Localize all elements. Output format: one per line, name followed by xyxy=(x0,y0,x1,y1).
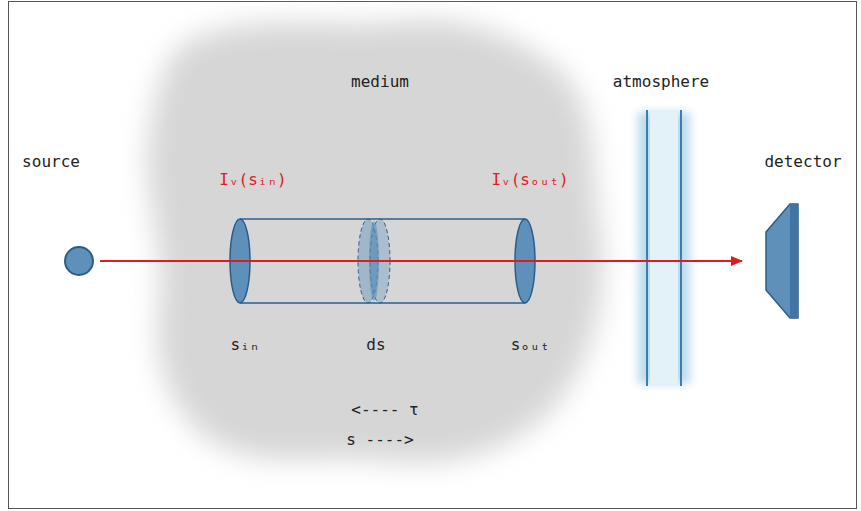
text-label: ds xyxy=(366,335,385,355)
node-box: detector xyxy=(742,200,800,322)
text-label: sᵢₙ xyxy=(231,335,260,355)
node-box: source xyxy=(62,244,96,278)
text-label: s ----> xyxy=(346,430,413,450)
node-box: medium xyxy=(160,30,600,460)
medium-cloud xyxy=(148,21,603,463)
node-label: atmosphere xyxy=(613,72,709,92)
text-label: sₒᵤₜ xyxy=(511,335,550,355)
node-label: source xyxy=(22,152,80,172)
node-box: atmosphere xyxy=(640,110,688,386)
frame xyxy=(9,2,857,509)
text-label: Iᵥ(sₒᵤₜ) xyxy=(491,170,568,190)
node-label: detector xyxy=(764,152,841,172)
text-label: Iᵥ(sᵢₙ) xyxy=(219,170,286,190)
atmosphere-band xyxy=(638,110,690,386)
node-label: medium xyxy=(351,72,409,92)
detector-shape xyxy=(742,200,800,322)
source-circle xyxy=(62,244,96,278)
text-label: <---- τ xyxy=(351,400,418,420)
ray-arrow xyxy=(100,260,742,262)
